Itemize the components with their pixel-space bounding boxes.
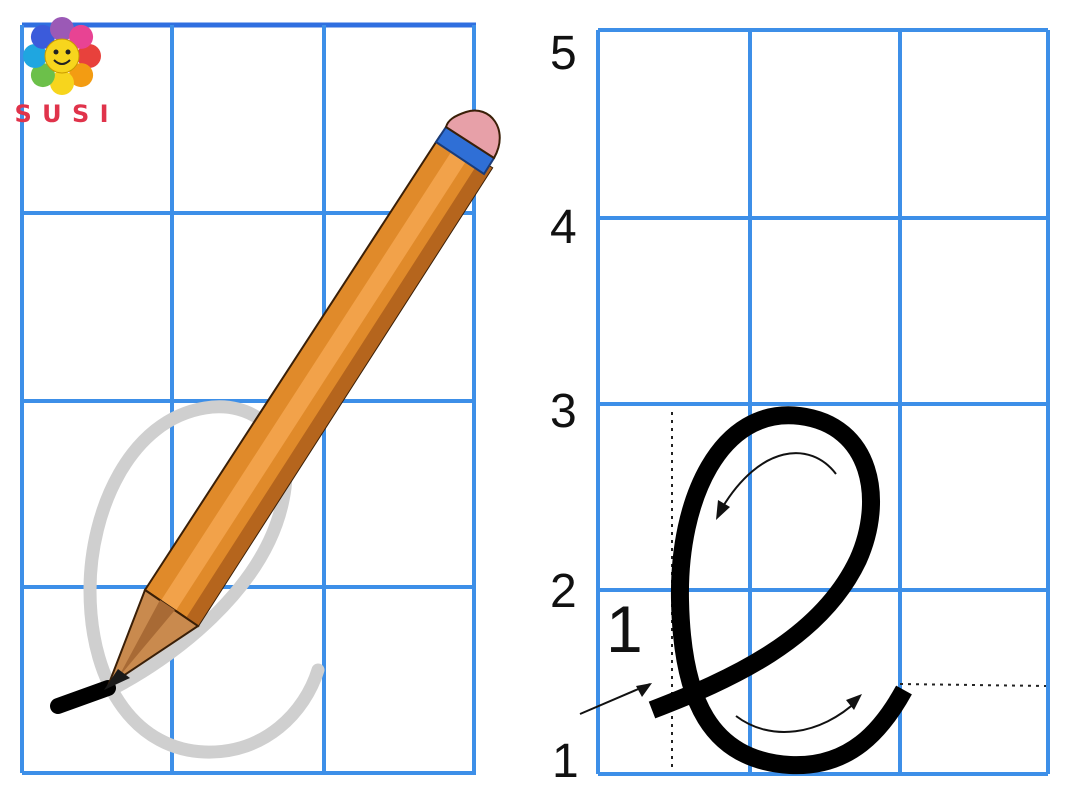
pen-start-stroke [50, 680, 116, 714]
logo-text: S U S I [14, 100, 110, 128]
logo-letter: U [42, 100, 63, 128]
flower-petal [50, 17, 74, 41]
flower-petal [30, 63, 55, 88]
flower-petal [23, 44, 47, 68]
row-label-2: 2 [550, 565, 577, 618]
flower-petal [30, 24, 55, 49]
logo-letter: S [14, 100, 33, 128]
stroke-order-number: 1 [606, 592, 643, 666]
flower-petal [50, 71, 74, 95]
left-practice-grid [20, 22, 476, 775]
right-practice-grid [596, 28, 1050, 776]
flower-petal [77, 44, 101, 68]
row-label-5: 5 [550, 27, 577, 80]
horizontal-dotted-guide [899, 683, 1047, 687]
logo-letter: S [71, 100, 91, 128]
flower-petal [69, 24, 94, 49]
flower-smiley-icon [23, 17, 101, 95]
model-letter-e [648, 406, 912, 775]
row-label-4: 4 [550, 201, 577, 254]
row-label-1: 1 [552, 735, 579, 788]
pencil-icon [104, 109, 501, 690]
logo-letter: I [99, 100, 110, 128]
row-label-3: 3 [550, 385, 577, 438]
susi-logo: S U S I [14, 12, 110, 132]
direction-arrows [579, 452, 862, 733]
flower-petal [69, 63, 94, 88]
ghost-letter-e [83, 400, 325, 759]
